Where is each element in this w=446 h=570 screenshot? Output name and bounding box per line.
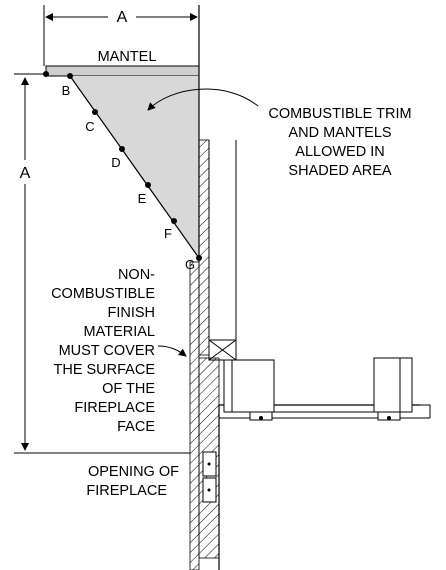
point-g-marker — [196, 255, 202, 261]
noncombustible-note-line-1: NON- — [118, 267, 155, 283]
point-f-marker — [171, 218, 177, 224]
noncombustible-face-strip — [189, 261, 200, 570]
mantel: MANTEL — [45, 49, 200, 77]
noncombustible-note-line-8: FIREPLACE — [74, 400, 155, 416]
point-f-label: F — [164, 226, 172, 241]
clearance-points: B C D E F G — [43, 71, 202, 272]
combustible-note: COMBUSTIBLE TRIM AND MANTELS ALLOWED IN … — [147, 88, 412, 179]
combustible-note-line-3: ALLOWED IN — [295, 144, 384, 160]
opening-note-line-2: FIREPLACE — [86, 483, 167, 499]
point-d-label: D — [111, 155, 120, 170]
point-g-label: G — [185, 257, 195, 272]
point-c-label: C — [85, 119, 94, 134]
noncombustible-note-line-6: THE SURFACE — [53, 362, 155, 378]
combustible-note-line-1: COMBUSTIBLE TRIM — [268, 106, 411, 122]
noncombustible-note: NON- COMBUSTIBLE FINISH MATERIAL MUST CO… — [51, 267, 187, 435]
combustible-note-line-2: AND MANTELS — [288, 125, 391, 141]
noncombustible-note-line-3: FINISH — [107, 305, 155, 321]
left-dimension: A — [14, 73, 190, 454]
fireplace-unit — [198, 357, 431, 570]
mantel-label: MANTEL — [98, 49, 157, 65]
left-dimension-label: A — [20, 165, 31, 182]
top-dimension-label: A — [117, 9, 128, 26]
noncombustible-note-line-7: OF THE — [102, 381, 155, 397]
point-b-marker — [67, 73, 73, 79]
opening-note: OPENING OF FIREPLACE — [86, 464, 179, 499]
noncombustible-note-line-5: MUST COVER — [59, 343, 155, 359]
clearance-diagonal — [69, 75, 200, 259]
noncombustible-note-line-4: MATERIAL — [84, 324, 155, 340]
point-d-marker — [119, 146, 125, 152]
wall-framing — [198, 5, 237, 361]
point-b-label: B — [62, 83, 71, 98]
point-e-marker — [145, 182, 151, 188]
noncombustible-note-line-2: COMBUSTIBLE — [51, 286, 155, 302]
point-c-marker — [92, 109, 98, 115]
point-e-label: E — [138, 191, 147, 206]
noncombustible-note-line-9: FACE — [117, 419, 155, 435]
point-a-marker — [43, 71, 49, 77]
combustible-note-line-4: SHADED AREA — [288, 163, 391, 179]
opening-note-line-1: OPENING OF — [88, 464, 179, 480]
